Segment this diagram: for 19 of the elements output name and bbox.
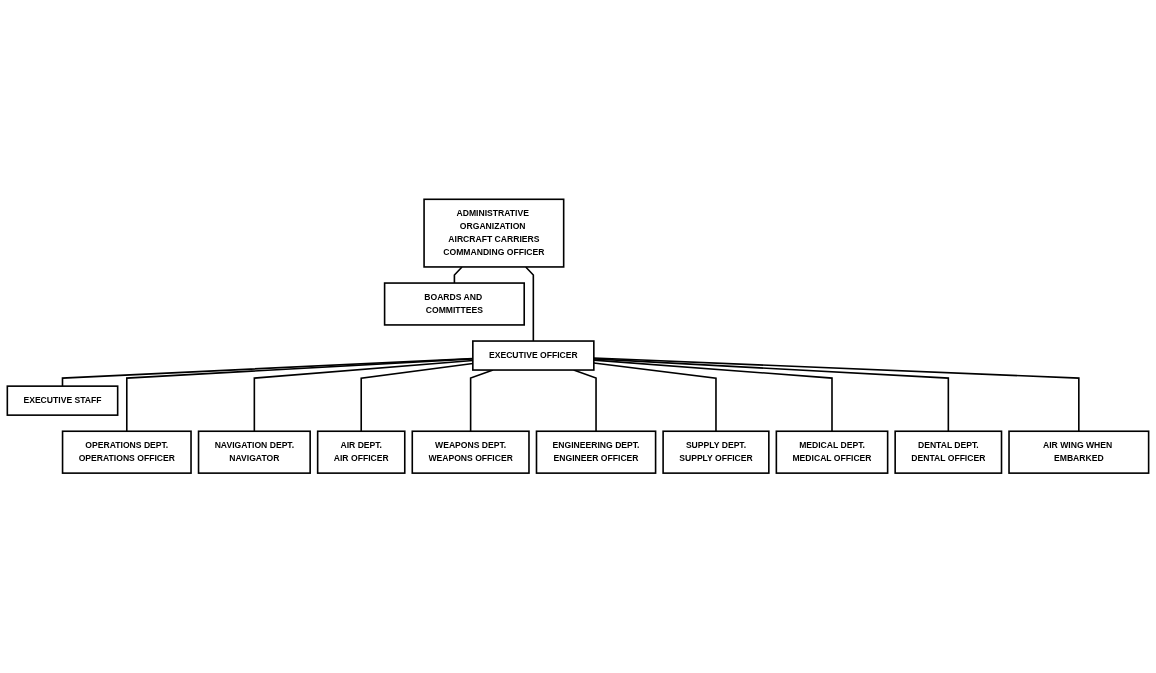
node-box: AIR WING WHEN EMBARKED <box>1008 430 1150 475</box>
connector <box>593 358 950 433</box>
connector <box>593 362 717 433</box>
node-box: NAVIGATION DEPT. NAVIGATOR <box>197 430 311 475</box>
node-box: DENTAL DEPT. DENTAL OFFICER <box>894 430 1003 475</box>
connector <box>593 357 1080 433</box>
node-box: MEDICAL DEPT. MEDICAL OFFICER <box>775 430 889 475</box>
node-box: EXECUTIVE OFFICER <box>472 340 595 372</box>
connector <box>453 266 463 285</box>
node-box: SUPPLY DEPT. SUPPLY OFFICER <box>662 430 770 475</box>
node-box: BOARDS AND COMMITTEES <box>383 282 526 327</box>
connector <box>524 266 535 343</box>
connector <box>593 359 833 433</box>
node-box: AIR DEPT. AIR OFFICER <box>316 430 406 475</box>
node-box: ADMINISTRATIVE ORGANIZATION AIRCRAFT CARRIERS COMMANDING OFFICER <box>423 198 565 269</box>
node-box: EXECUTIVE STAFF <box>6 385 119 417</box>
node-box: WEAPONS DEPT. WEAPONS OFFICER <box>411 430 530 475</box>
node-box: OPERATIONS DEPT. OPERATIONS OFFICER <box>61 430 192 475</box>
node-box: ENGINEERING DEPT. ENGINEER OFFICER <box>535 430 657 475</box>
